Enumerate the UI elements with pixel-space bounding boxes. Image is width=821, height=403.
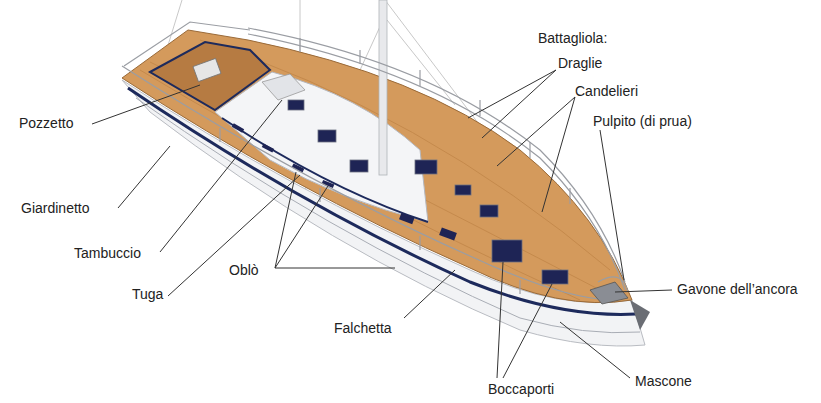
part-label: Pozzetto (18, 115, 74, 132)
part-label: Oblò (228, 262, 260, 279)
part-label: Candelieri (574, 83, 639, 100)
part-label: Tuga (131, 286, 164, 303)
part-label: Gavone dell’ancora (676, 281, 799, 298)
part-label: Draglie (557, 55, 603, 72)
part-label: Pulpito (di prua) (592, 113, 693, 130)
part-label: Tambuccio (73, 245, 142, 262)
part-label: Battagliola: (537, 30, 608, 47)
part-label: Boccaporti (487, 381, 555, 398)
part-label: Mascone (634, 373, 693, 390)
part-label: Falchetta (333, 320, 393, 337)
part-label: Giardinetto (20, 200, 90, 217)
